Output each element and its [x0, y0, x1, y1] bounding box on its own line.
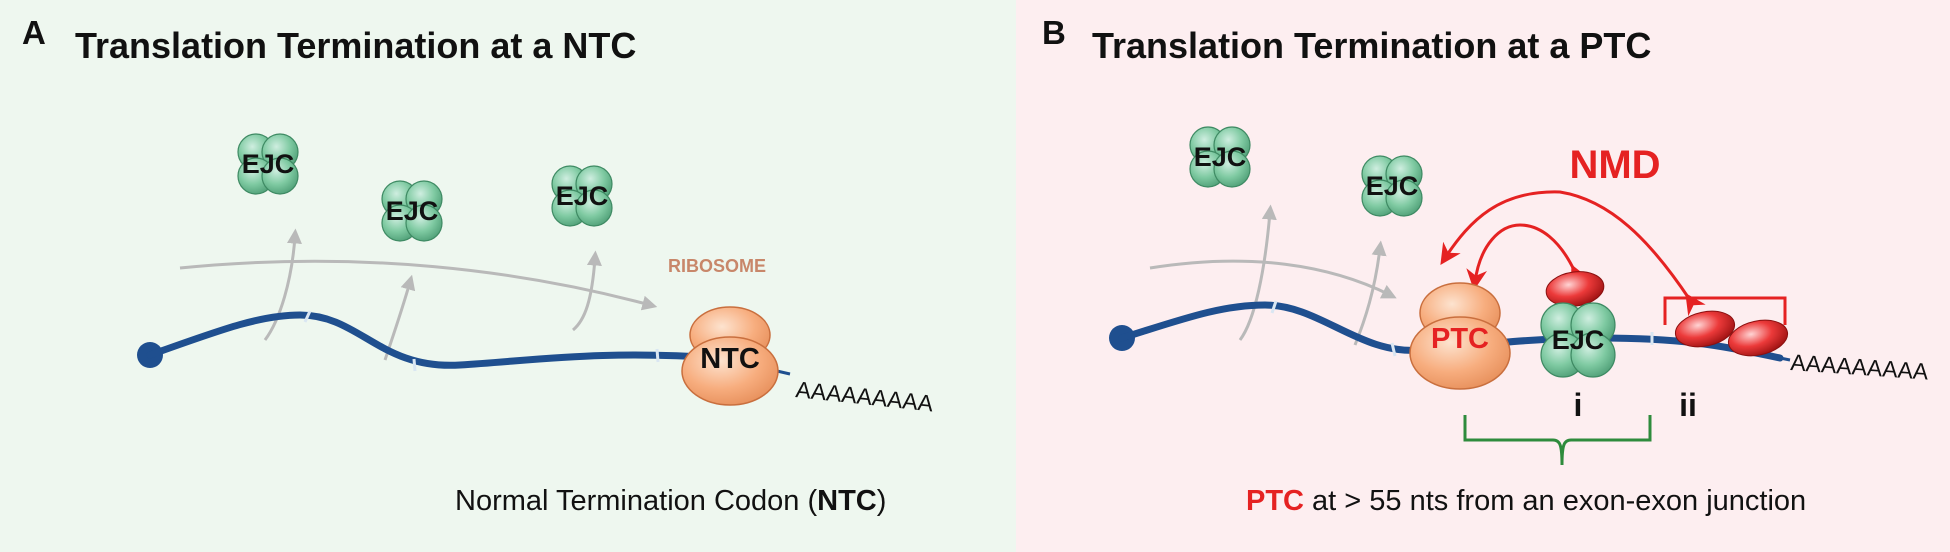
panel-b-ribosome: PTC	[1409, 282, 1511, 390]
panel-a-ejc-3: EJC	[551, 165, 613, 227]
nmd-arrows	[1440, 190, 1706, 317]
marker-ii: ii	[1679, 387, 1697, 423]
ribosome-icon	[681, 306, 779, 406]
distance-brace	[1463, 415, 1652, 466]
ejc-label: EJC	[556, 181, 609, 211]
ejc-complex-icon	[381, 180, 443, 242]
panel-b-ejc-3: EJC	[1540, 302, 1616, 378]
nmd-bracket	[1663, 296, 1787, 325]
caption-text: Normal Termination Codon (	[455, 485, 817, 517]
caption-ntc-bold: NTC	[817, 485, 877, 517]
panel-a-caption: Normal Termination Codon (NTC)	[455, 485, 886, 517]
ejc-complex-icon	[237, 133, 299, 195]
ribosome-ptc-label: PTC	[1431, 323, 1489, 355]
nmd-factor-icon	[1674, 310, 1736, 348]
panel-a-letter: A	[22, 14, 46, 51]
ejc-label: EJC	[386, 196, 439, 226]
panel-b-background	[1016, 0, 1950, 552]
ejc-complex-icon	[1189, 126, 1251, 188]
ribosome-ntc-label: NTC	[700, 343, 760, 375]
panel-b-letter: B	[1042, 14, 1066, 51]
nmd-factor-icon	[1545, 271, 1605, 307]
ejc-label: EJC	[242, 149, 295, 179]
panel-a-ejc-1: EJC	[237, 133, 299, 195]
marker-i: i	[1574, 387, 1583, 423]
ejc-complex-icon	[1540, 302, 1616, 378]
ejc-label: EJC	[1366, 171, 1419, 201]
panel-b-ejc-2: EJC	[1361, 155, 1423, 217]
ejc-complex-icon	[551, 165, 613, 227]
caption-text: at > 55 nts from an exon-exon junction	[1304, 485, 1806, 517]
nmd-label: NMD	[1569, 143, 1660, 187]
panel-b-title: Translation Termination at a PTC	[1092, 25, 1651, 66]
nmd-factor-icon	[1727, 319, 1789, 357]
ejc-label: EJC	[1552, 325, 1605, 355]
panel-a-ribosome: NTC	[681, 306, 779, 406]
panel-b-caption: PTC at > 55 nts from an exon-exon juncti…	[1246, 485, 1806, 517]
caption-ptc-highlight: PTC	[1246, 485, 1304, 517]
panel-a-ejc-2: EJC	[381, 180, 443, 242]
caption-text-end: )	[877, 485, 887, 517]
ejc-complex-icon	[1361, 155, 1423, 217]
ejc-label: EJC	[1194, 142, 1247, 172]
ribosome-caption: RIBOSOME	[668, 256, 766, 276]
panel-b-ejc-1: EJC	[1189, 126, 1251, 188]
ribosome-icon	[1409, 282, 1511, 390]
panel-a-title: Translation Termination at a NTC	[75, 25, 636, 66]
